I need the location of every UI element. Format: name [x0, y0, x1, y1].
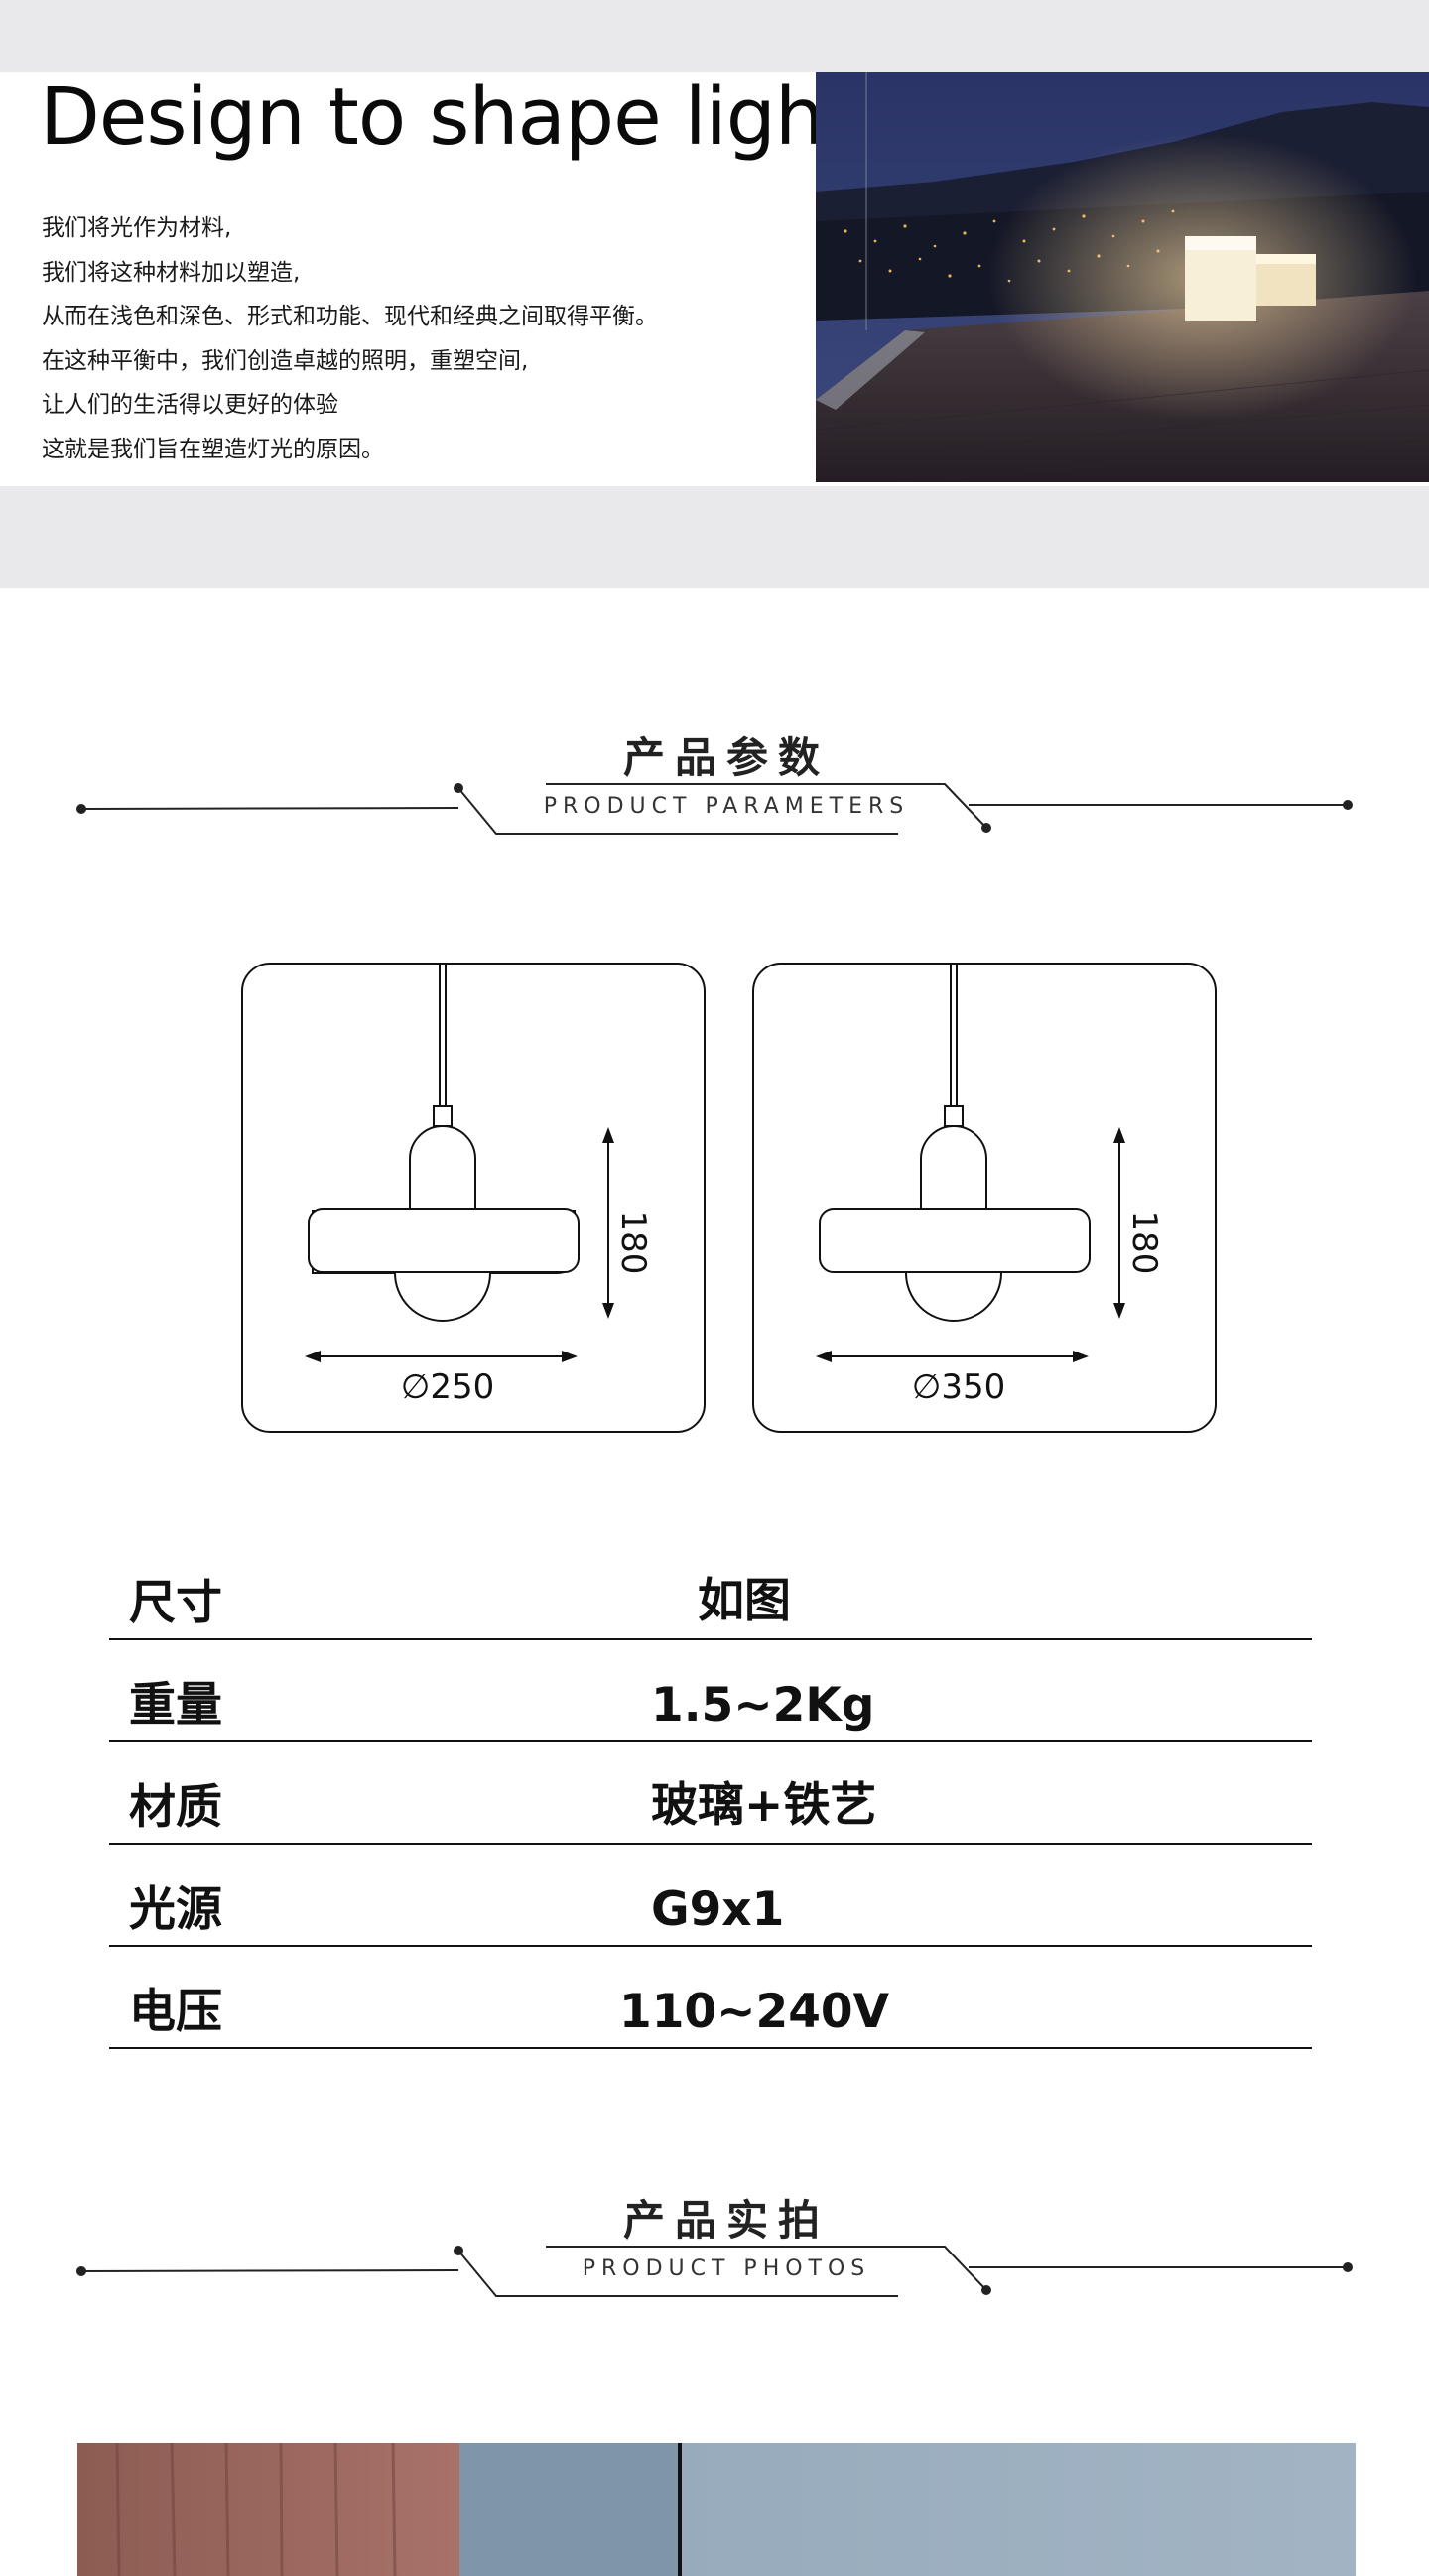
diameter-dimension-label: ∅250 [400, 1367, 495, 1407]
terrace-night-illustration [816, 72, 1429, 482]
section-title: 产品参数 [622, 733, 830, 782]
table-row: 光源 G9x1 [109, 1845, 1312, 1947]
photos-section-header: 产品实拍 PRODUCT PHOTOS [0, 2187, 1429, 2306]
lamp-diagram-250: 180 ∅250 [241, 963, 706, 1433]
section-subtitle: PRODUCT PARAMETERS [543, 794, 910, 819]
spec-label: 重量 [129, 1678, 222, 1733]
spec-label: 光源 [129, 1882, 222, 1937]
header-ornament-lines [76, 783, 1353, 835]
intro-line: 从而在浅色和深色、形式和功能、现代和经典之间取得平衡。 [42, 304, 658, 329]
table-row: 材质 玻璃+铁艺 [109, 1742, 1312, 1845]
spec-value: 玻璃+铁艺 [651, 1778, 877, 1833]
top-grey-band [0, 0, 1429, 72]
spec-label: 尺寸 [129, 1576, 222, 1630]
specs-table: 尺寸 如图 重量 1.5~2Kg 材质 玻璃+铁艺 光源 G9x1 电压 110… [109, 1538, 1312, 2049]
table-row: 重量 1.5~2Kg [109, 1640, 1312, 1742]
bottom-grey-band [0, 486, 1429, 588]
intro-line: 这就是我们旨在塑造灯光的原因。 [42, 436, 384, 462]
headline: Design to shape light [40, 71, 854, 163]
height-dimension-label: 180 [1124, 1210, 1164, 1275]
header-ornament-lines [76, 2246, 1353, 2297]
table-row: 电压 110~240V [109, 1947, 1312, 2049]
lamp-diagram-drawing [752, 963, 1217, 1433]
section-subtitle: PRODUCT PHOTOS [582, 2256, 871, 2281]
intro-line: 让人们的生活得以更好的体验 [42, 392, 338, 418]
intro-line: 我们将光作为材料, [42, 215, 232, 241]
section-title: 产品实拍 [622, 2196, 830, 2245]
intro-text: 我们将光作为材料, 我们将这种材料加以塑造, 从而在浅色和深色、形式和功能、现代… [42, 206, 658, 471]
height-dimension-label: 180 [613, 1210, 653, 1275]
spec-value: 1.5~2Kg [651, 1678, 875, 1733]
lamp-diagram-350: 180 ∅350 [752, 963, 1217, 1433]
terrace-night-photo [816, 72, 1429, 482]
intro-line: 在这种平衡中，我们创造卓越的照明，重塑空间, [42, 347, 529, 374]
diameter-dimension-label: ∅350 [911, 1367, 1006, 1407]
spec-value: 如图 [698, 1574, 791, 1628]
spec-value: 110~240V [619, 1985, 889, 2039]
lamp-diagram-drawing [241, 963, 706, 1433]
table-row: 尺寸 如图 [109, 1538, 1312, 1640]
spec-label: 电压 [129, 1985, 222, 2039]
params-section-header: 产品参数 PRODUCT PARAMETERS [0, 724, 1429, 843]
interior-photo-illustration [77, 2443, 1356, 2576]
spec-value: G9x1 [651, 1882, 785, 1937]
product-photo [77, 2443, 1356, 2576]
spec-label: 材质 [129, 1780, 222, 1835]
intro-panel [0, 72, 816, 486]
intro-line: 我们将这种材料加以塑造, [42, 259, 301, 286]
